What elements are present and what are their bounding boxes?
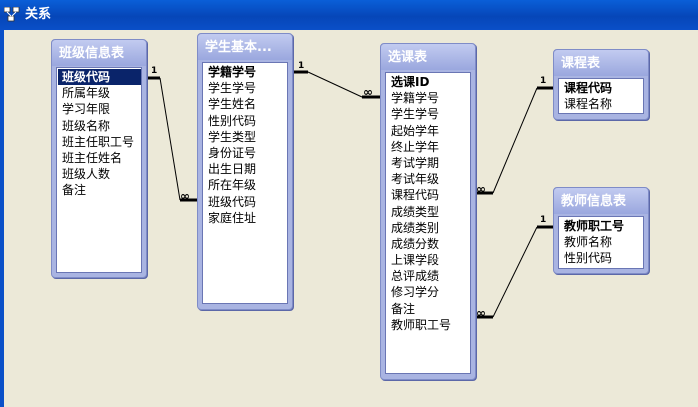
rel-many-label: ∞ <box>476 182 486 196</box>
field-item[interactable]: 学生学号 <box>391 107 440 122</box>
field-item[interactable]: 成绩类别 <box>391 220 440 235</box>
rel-one-label: 1 <box>298 61 305 71</box>
field-item[interactable]: 上课学段 <box>391 253 440 268</box>
table-title: 课程表 <box>561 56 601 71</box>
table-header[interactable]: 教师信息表 <box>554 188 648 214</box>
table-title: 教师信息表 <box>561 194 627 209</box>
field-item[interactable]: 学习年限 <box>62 102 111 117</box>
field-item[interactable]: 课程代码 <box>564 81 613 95</box>
field-item[interactable]: 所在年级 <box>208 178 257 193</box>
field-item[interactable]: 学籍学号 <box>208 65 257 79</box>
table-header[interactable]: 学生基本... <box>198 34 292 60</box>
rel-one-label: 1 <box>151 66 158 76</box>
window-title: 关系 <box>25 7 52 22</box>
table-course-selection[interactable]: 选课表 选课ID 学籍学号 学生学号 起始学年 终止学年 考试学期 考试年级 课… <box>380 43 476 380</box>
table-student-basic[interactable]: 学生基本... 学籍学号 学生学号 学生姓名 性别代码 学生类型 身份证号 出生… <box>197 33 293 310</box>
window-left-border <box>0 30 4 407</box>
field-item[interactable]: 总评成绩 <box>391 269 440 284</box>
field-item[interactable]: 性别代码 <box>208 113 257 128</box>
table-header[interactable]: 课程表 <box>554 50 648 76</box>
rel-many-label: ∞ <box>363 85 373 99</box>
field-list[interactable]: 课程代码 课程名称 <box>558 78 644 114</box>
table-title: 选课表 <box>388 50 428 65</box>
field-item[interactable]: 家庭住址 <box>208 210 257 225</box>
field-item[interactable]: 班级人数 <box>62 167 111 182</box>
relationship-line-student-coursesel-path <box>307 71 363 98</box>
field-item[interactable]: 出生日期 <box>208 162 257 177</box>
table-course[interactable]: 课程表 课程代码 课程名称 <box>553 49 649 120</box>
field-item[interactable]: 班主任职工号 <box>62 134 135 149</box>
relationships-window-icon <box>4 7 20 22</box>
field-list[interactable]: 教师职工号 教师名称 性别代码 <box>558 216 644 269</box>
field-item[interactable]: 教师名称 <box>564 235 613 250</box>
field-item[interactable]: 学生类型 <box>208 129 257 144</box>
relationship-line-teacher-coursesel-path <box>492 226 538 318</box>
rel-one-label: 1 <box>540 76 547 86</box>
field-item[interactable]: 教师职工号 <box>564 219 625 233</box>
table-header[interactable]: 班级信息表 <box>52 40 146 66</box>
field-list[interactable]: 班级代码 所属年级 学习年限 班级名称 班主任职工号 班主任姓名 班级人数 备注 <box>56 67 142 273</box>
field-list[interactable]: 选课ID 学籍学号 学生学号 起始学年 终止学年 考试学期 考试年级 课程代码 … <box>385 72 471 374</box>
field-item[interactable]: 学籍学号 <box>391 91 440 106</box>
field-item[interactable]: 学生姓名 <box>208 97 257 112</box>
field-item[interactable]: 成绩分数 <box>391 236 440 251</box>
field-item[interactable]: 修习学分 <box>391 285 440 300</box>
field-item[interactable]: 选课ID <box>391 75 430 89</box>
field-item[interactable]: 班级代码 <box>58 69 141 86</box>
field-item[interactable]: 考试年级 <box>391 172 440 187</box>
field-item[interactable]: 班主任姓名 <box>62 150 123 165</box>
field-item[interactable]: 起始学年 <box>391 123 440 138</box>
field-item[interactable]: 学生学号 <box>208 81 257 96</box>
field-item[interactable]: 备注 <box>391 301 416 316</box>
relationship-line-class-student-path <box>159 77 181 201</box>
rel-many-label: ∞ <box>180 189 190 203</box>
field-item[interactable]: 身份证号 <box>208 145 257 160</box>
table-title: 学生基本... <box>205 40 272 55</box>
table-teacher-info[interactable]: 教师信息表 教师职工号 教师名称 性别代码 <box>553 187 649 274</box>
field-item[interactable]: 所属年级 <box>62 86 111 101</box>
field-item[interactable]: 成绩类型 <box>391 204 440 219</box>
table-header[interactable]: 选课表 <box>381 44 475 70</box>
window-titlebar[interactable]: 关系 <box>0 0 698 30</box>
field-item[interactable]: 课程代码 <box>391 188 440 203</box>
field-item[interactable]: 班级名称 <box>62 118 111 133</box>
field-list[interactable]: 学籍学号 学生学号 学生姓名 性别代码 学生类型 身份证号 出生日期 所在年级 … <box>202 62 288 304</box>
field-item[interactable]: 终止学年 <box>391 139 440 154</box>
rel-many-label: ∞ <box>476 306 486 320</box>
relationship-line-course-coursesel-path <box>492 87 538 194</box>
field-item[interactable]: 教师职工号 <box>391 317 452 332</box>
field-item[interactable]: 考试学期 <box>391 155 440 170</box>
field-item[interactable]: 性别代码 <box>564 251 613 266</box>
field-item[interactable]: 班级代码 <box>208 194 257 209</box>
field-item[interactable]: 备注 <box>62 183 87 198</box>
field-item[interactable]: 课程名称 <box>564 97 613 112</box>
table-class-info[interactable]: 班级信息表 班级代码 所属年级 学习年限 班级名称 班主任职工号 班主任姓名 班… <box>51 39 147 278</box>
table-title: 班级信息表 <box>59 46 125 61</box>
rel-one-label: 1 <box>540 215 547 225</box>
